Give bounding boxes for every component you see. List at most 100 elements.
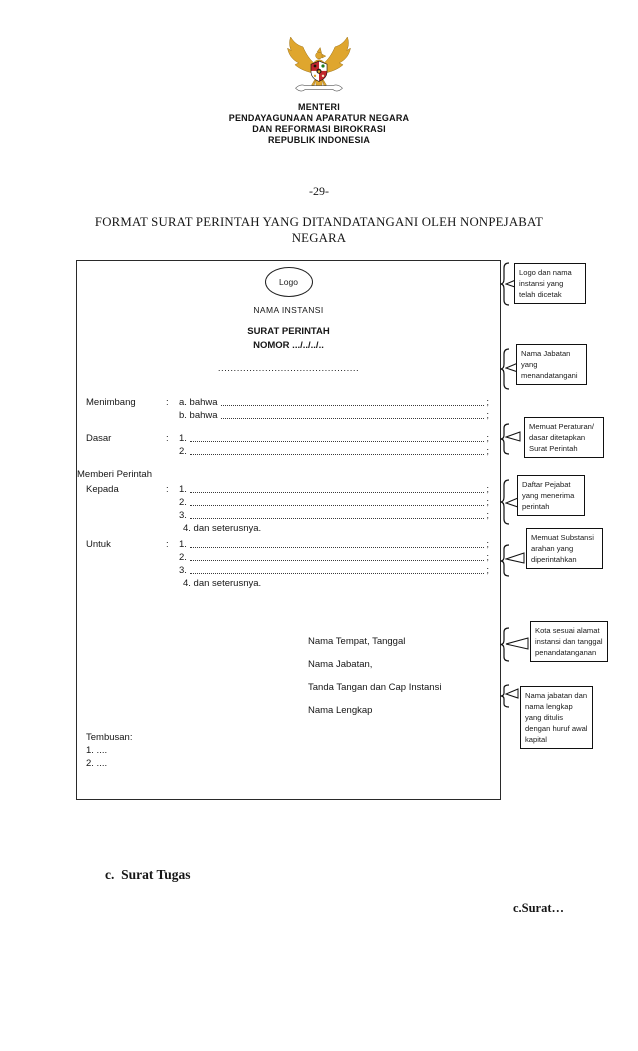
annotation-text: Nama Jabatan yang menandatangani <box>516 344 587 385</box>
dotted-row: 2.; <box>179 445 489 458</box>
section-kepada: Kepada : 1.; 2.; 3.; 4. dan seterusnya. <box>86 483 489 535</box>
brace-connector-icon <box>500 684 510 708</box>
dotted-row: b. bahwa; <box>179 409 489 422</box>
dotted-row: 1.; <box>179 538 489 551</box>
document-title-line: FORMAT SURAT PERINTAH YANG DITANDATANGAN… <box>94 215 544 229</box>
callout-tail-icon <box>505 637 529 650</box>
callout-tail-icon <box>505 552 525 564</box>
brace-connector-icon <box>500 262 510 306</box>
dot-leader <box>220 405 485 406</box>
letterhead-line: DAN REFORMASI BIROKRASI <box>252 124 386 134</box>
dotted-row: a. bahwa; <box>179 396 489 409</box>
row-suffix: ; <box>486 410 489 421</box>
row-prefix: a. bahwa <box>179 397 218 408</box>
letterhead-line: PENDAYAGUNAAN APARATUR NEGARA <box>228 113 410 123</box>
etc-row: 4. dan seterusnya. <box>183 578 262 589</box>
row-prefix: 3. <box>179 510 187 521</box>
section-label: Dasar <box>86 433 112 444</box>
row-prefix: b. bahwa <box>179 410 218 421</box>
dotted-row: 1.; <box>179 483 489 496</box>
document-title-line: NEGARA <box>291 230 347 245</box>
section-label: Untuk <box>86 539 111 550</box>
brace-connector-icon <box>500 348 510 390</box>
dot-leader <box>189 492 485 493</box>
dot-leader <box>189 505 485 506</box>
dot-leader <box>220 418 485 419</box>
row-suffix: ; <box>486 565 489 576</box>
row-prefix: 2. <box>179 497 187 508</box>
page-number: -29- <box>309 184 329 198</box>
row-prefix: 1. <box>179 484 187 495</box>
row-prefix: 1. <box>179 539 187 550</box>
row-suffix: ; <box>486 446 489 457</box>
section-label: Kepada <box>86 484 119 495</box>
dot-leader <box>189 547 485 548</box>
section-menimbang: Menimbang : a. bahwa; b. bahwa; <box>86 396 489 422</box>
signature-line: Nama Tempat, Tanggal <box>308 636 406 647</box>
colon: : <box>166 397 169 408</box>
signature-line: Nama Lengkap <box>308 705 373 716</box>
row-suffix: ; <box>486 552 489 563</box>
section-dasar: Dasar : 1.; 2.; <box>86 432 489 458</box>
row-prefix: 1. <box>179 433 187 444</box>
brace-connector-icon <box>500 627 510 662</box>
letter-title: SURAT PERINTAH <box>247 326 330 337</box>
colon: : <box>166 539 169 550</box>
tembusan-item: 2. .... <box>86 758 108 769</box>
dotted-row: 2.; <box>179 496 489 509</box>
dot-leader <box>189 518 485 519</box>
row-suffix: ; <box>486 510 489 521</box>
annotation-text: Memuat Peraturan/ dasar ditetapkan Surat… <box>524 417 604 458</box>
brace-connector-icon <box>500 479 510 525</box>
annotation-text: Logo dan nama instansi yang telah diceta… <box>514 263 586 304</box>
annotation-text: Memuat Substansi arahan yang diperintahk… <box>526 528 603 569</box>
institution-name: NAMA INSTANSI <box>253 305 324 315</box>
dot-leader <box>189 560 485 561</box>
annotation-text: Nama jabatan dan nama lengkap yang ditul… <box>520 686 593 749</box>
row-prefix: 2. <box>179 552 187 563</box>
tembusan-label: Tembusan: <box>86 732 133 743</box>
tembusan-item: 1. .... <box>86 745 108 756</box>
garuda-pancasila-emblem <box>287 36 351 92</box>
letterhead-line: REPUBLIK INDONESIA <box>267 135 371 145</box>
logo-placeholder: Logo <box>264 267 313 297</box>
document-title: FORMAT SURAT PERINTAH YANG DITANDATANGAN… <box>59 215 579 246</box>
dotted-row: 1.; <box>179 432 489 445</box>
section-label: Menimbang <box>86 397 136 408</box>
etc-row: 4. dan seterusnya. <box>183 523 262 534</box>
row-prefix: 2. <box>179 446 187 457</box>
dot-leader <box>189 454 485 455</box>
dot-leader <box>189 441 485 442</box>
row-suffix: ; <box>486 497 489 508</box>
row-suffix: ; <box>486 539 489 550</box>
tembusan-block: Tembusan: 1. .... 2. .... <box>86 731 132 770</box>
dotted-row: 3.; <box>179 564 489 577</box>
footer-section-item: c. Surat Tugas <box>105 867 191 882</box>
dot-leader <box>189 573 485 574</box>
section-untuk: Untuk : 1.; 2.; 3.; 4. dan seterusnya. <box>86 538 489 590</box>
logo-label: Logo <box>279 276 298 287</box>
brace-connector-icon <box>500 423 510 455</box>
letterhead-line: MENTERI <box>298 102 340 112</box>
callout-tail-icon <box>505 431 521 442</box>
brace-connector-icon <box>500 544 510 577</box>
colon: : <box>166 484 169 495</box>
memberi-perintah-heading: Memberi Perintah <box>77 469 152 480</box>
row-suffix: ; <box>486 433 489 444</box>
row-suffix: ; <box>486 484 489 495</box>
letterhead-text: MENTERI PENDAYAGUNAAN APARATUR NEGARA DA… <box>0 102 638 146</box>
letter-template-box: Logo NAMA INSTANSI SURAT PERINTAH NOMOR … <box>76 260 501 800</box>
dotted-line: ........................................… <box>217 363 360 374</box>
signature-line: Tanda Tangan dan Cap Instansi <box>308 682 442 693</box>
signature-block: Nama Tempat, Tanggal Nama Jabatan, Tanda… <box>308 635 441 727</box>
footer-continuation: c.Surat… <box>512 901 564 915</box>
annotation-text: Kota sesuai alamat instansi dan tanggal … <box>530 621 608 662</box>
colon: : <box>166 433 169 444</box>
annotation-text: Daftar Pejabat yang menerima perintah <box>517 475 585 516</box>
signature-line: Nama Jabatan, <box>308 659 373 670</box>
callout-tail-icon <box>505 688 519 699</box>
dotted-row: 2.; <box>179 551 489 564</box>
row-prefix: 3. <box>179 565 187 576</box>
dotted-row: 3.; <box>179 509 489 522</box>
